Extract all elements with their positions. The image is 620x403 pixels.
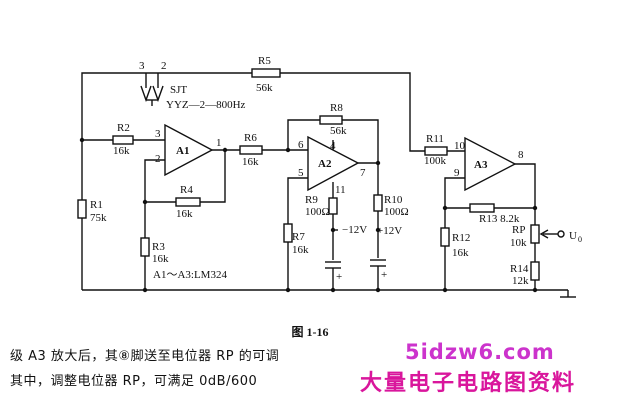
r9-label: R9 (305, 194, 318, 206)
r13-label: R13 8.2k (479, 213, 520, 225)
svg-text:+: + (381, 269, 387, 281)
a2-pin7: 7 (360, 167, 366, 179)
sjt-pin3-label: 3 (139, 60, 145, 72)
r4-value: 16k (176, 208, 193, 220)
r14-value: 12k (512, 275, 529, 287)
r4-resistor (175, 197, 201, 207)
r14-label: R14 (510, 263, 529, 275)
r6-value: 16k (242, 156, 259, 168)
body-text-line-2: 其中，调整电位器 RP，可满足 0dB/600 (10, 374, 258, 389)
a2-label: A2 (318, 158, 332, 170)
a1-pin1: 1 (216, 137, 222, 149)
r8-resistor (319, 115, 343, 125)
figure-caption: 图 1-16 (291, 325, 329, 339)
r2-value: 16k (113, 145, 130, 157)
sjt-pin2-label: 2 (161, 60, 167, 72)
r8-label: R8 (330, 102, 343, 114)
r7-resistor (283, 223, 293, 243)
r10-resistor (373, 194, 383, 212)
neg12-label: −12V (342, 224, 367, 236)
sjt-model-label: YYZ—2—800Hz (166, 99, 246, 111)
r5-resistor (251, 68, 281, 78)
r14-resistor (530, 261, 540, 281)
r3-label: R3 (152, 241, 165, 253)
r13-resistor (469, 203, 495, 213)
output-subscript: 0 (578, 235, 582, 244)
a3-opamp (464, 136, 517, 192)
r6-resistor (239, 145, 263, 155)
r8-value: 56k (330, 125, 347, 137)
r2-resistor (112, 135, 134, 145)
a2-pin5: 5 (298, 167, 304, 179)
a1-opamp (164, 123, 214, 177)
r1-label: R1 (90, 199, 103, 211)
sjt-label: SJT (170, 84, 187, 96)
r7-label: R7 (292, 231, 305, 243)
r12-resistor (440, 227, 450, 247)
r10-label: R10 (384, 194, 403, 206)
r12-label: R12 (452, 232, 470, 244)
r9-value: 100Ω (305, 206, 330, 218)
a1-label: A1 (176, 145, 189, 157)
a2-pin6: 6 (298, 139, 304, 151)
pos12-label: +12V (377, 225, 402, 237)
r12-value: 16k (452, 247, 469, 259)
a3-pin10: 10 (454, 140, 466, 152)
r5-label: R5 (258, 55, 271, 67)
rp-potentiometer (530, 224, 540, 244)
rp-label: RP (512, 224, 525, 236)
r5-value: 56k (256, 82, 273, 94)
a3-pin9: 9 (454, 167, 460, 179)
r9-resistor (328, 197, 338, 215)
output-terminal (557, 230, 565, 238)
a1-pin3: 3 (155, 128, 161, 140)
output-label: U (569, 230, 577, 242)
r6-label: R6 (244, 132, 257, 144)
opamp-type-note: A1～A3:LM324 (153, 269, 227, 281)
top-feedback-wire (81, 72, 425, 203)
r7-value: 16k (292, 244, 309, 256)
a3-label: A3 (474, 159, 488, 171)
circuit-schematic: 3 2 SJT YYZ—2—800Hz R5 56k R1 75k R2 16k… (77, 55, 582, 298)
watermark-name: 大量电子电路图资料 (360, 371, 577, 396)
a2-pin11: 11 (335, 184, 346, 196)
r11-resistor (424, 146, 448, 156)
r2-label: R2 (117, 122, 130, 134)
r3-value: 16k (152, 253, 169, 265)
body-text-line-1: 级 A3 放大后，其⑧脚送至电位器 RP 的可调 (10, 349, 280, 364)
r11-label: R11 (426, 133, 444, 145)
a3-pin8: 8 (518, 149, 524, 161)
svg-text:+: + (336, 271, 342, 283)
r11-value: 100k (424, 155, 447, 167)
r1-resistor (77, 199, 87, 219)
a1-pin2: 2 (155, 153, 161, 165)
sjt-transducer (140, 73, 164, 106)
r4-label: R4 (180, 184, 193, 196)
rp-value: 10k (510, 237, 527, 249)
watermark-site: 5idzw6.com (405, 340, 555, 364)
r1-value: 75k (90, 212, 107, 224)
r3-resistor (140, 237, 150, 257)
r10-value: 100Ω (384, 206, 409, 218)
